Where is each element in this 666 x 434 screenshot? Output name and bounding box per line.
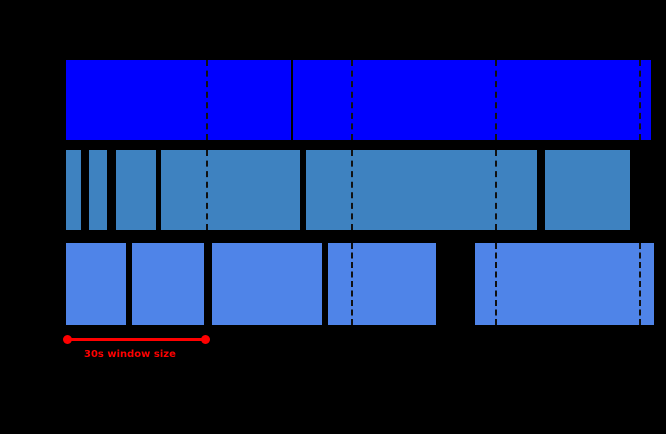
- bar-segment: [545, 150, 630, 230]
- lane-row-2: [0, 150, 666, 230]
- bar-segment: [66, 150, 81, 230]
- bar-segment: [66, 60, 291, 140]
- window-span-start-marker: [63, 335, 72, 344]
- window-span-end-marker: [201, 335, 210, 344]
- bar-segment: [161, 150, 300, 230]
- bar-segment: [132, 243, 204, 325]
- bar-segment: [475, 243, 654, 325]
- bar-segment: [293, 60, 651, 140]
- bar-segment: [116, 150, 156, 230]
- bar-segment: [328, 243, 436, 325]
- lane-row-3: [0, 243, 666, 325]
- bar-segment: [89, 150, 107, 230]
- lane-row-1: [0, 60, 666, 140]
- window-span-line: [67, 338, 206, 341]
- bar-segment: [212, 243, 322, 325]
- bar-segment: [306, 150, 537, 230]
- window-size-label: 30s window size: [84, 349, 176, 360]
- bar-segment: [66, 243, 126, 325]
